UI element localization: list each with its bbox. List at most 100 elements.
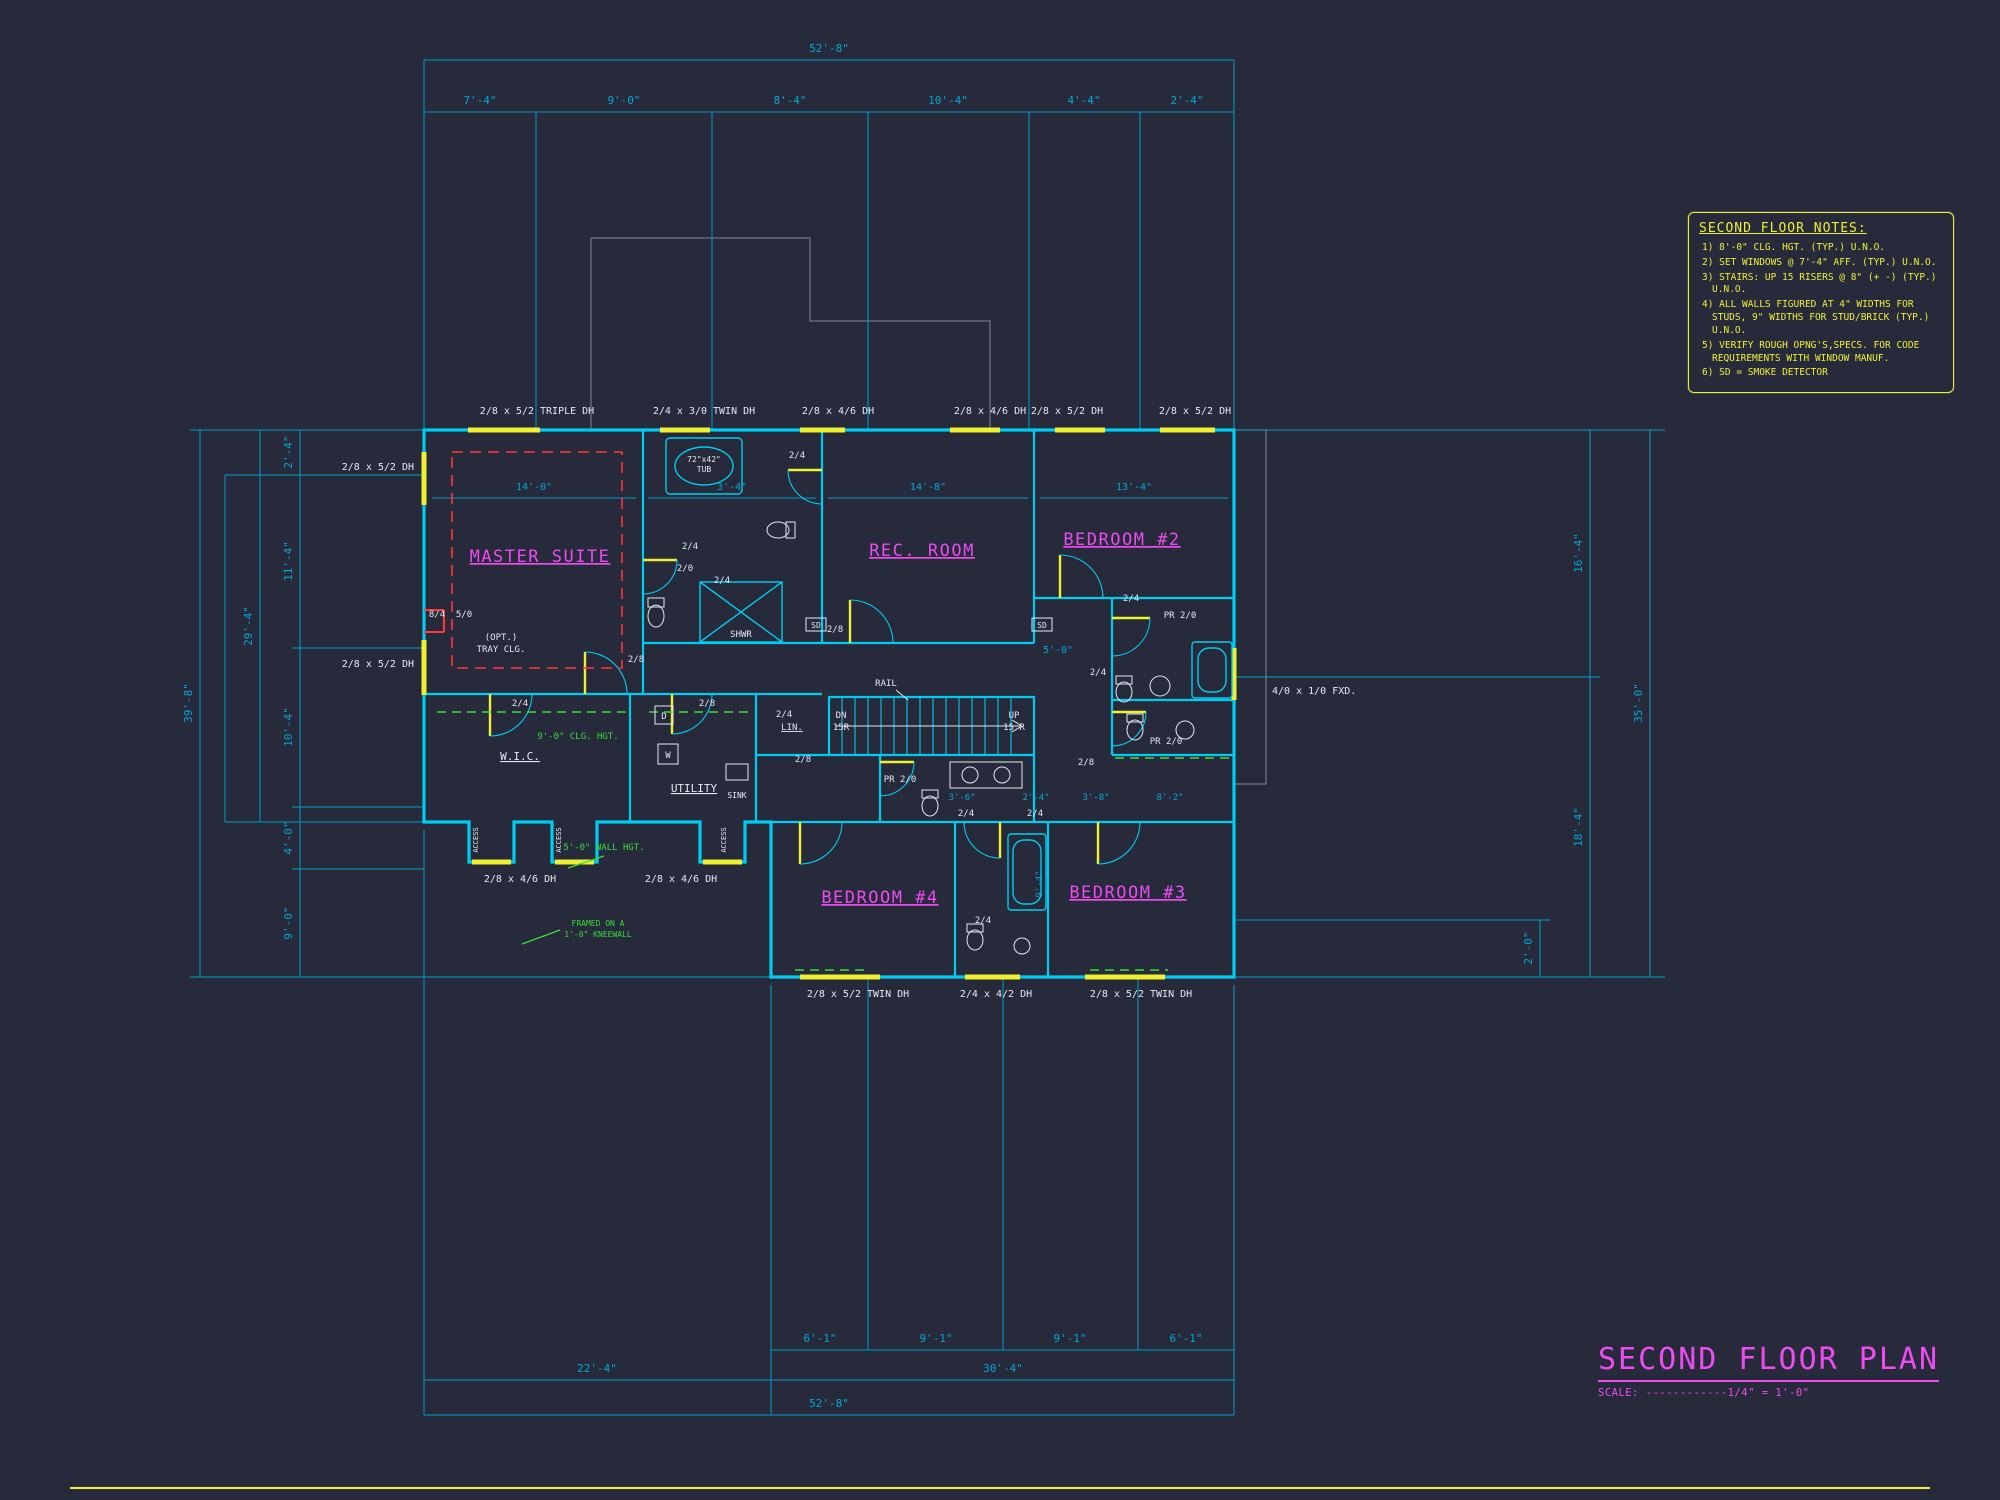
annotation-label: 2/4	[512, 699, 528, 709]
annotation-label: 2/4	[776, 710, 792, 720]
annotation-label: 1'-0" KNEEWALL	[564, 930, 632, 939]
interior-walls	[424, 430, 1234, 977]
annotation-label: 2/8	[1078, 758, 1094, 768]
annotation-label: 15R	[833, 723, 850, 733]
plan-scale: SCALE: ------------1/4" = 1'-0"	[1598, 1387, 1810, 1399]
annotation-label: 6'-1"	[803, 1332, 836, 1345]
annotation-label: 2/8 x 4/6 DH	[954, 406, 1026, 417]
annotation-label: 11'-4"	[282, 541, 295, 581]
room-label-bedroom-4: BEDROOM #4	[821, 888, 938, 908]
annotation-label: 7'-4"	[463, 94, 496, 107]
annotation-label: 10'-4"	[282, 707, 295, 747]
annotation-label: 9'-4"	[1035, 870, 1045, 897]
annotation-label: PR 2/0	[1164, 611, 1197, 621]
annotation-label: ACCESS	[555, 827, 563, 852]
annotation-label: PR 2/0	[1150, 737, 1183, 747]
annotation-label: 6'-1"	[1169, 1332, 1202, 1345]
doors	[488, 468, 1151, 865]
annotation-label: 2/8 x 4/6 DH	[645, 874, 717, 885]
annotation-label: 22'-4"	[577, 1362, 617, 1375]
annotation-label: 4/0 x 1/0 FXD.	[1272, 686, 1356, 697]
note-item: 5) VERIFY ROUGH OPNG'S,SPECS. FOR CODE R…	[1702, 339, 1920, 364]
toilet	[966, 923, 984, 951]
annotation-label: 5'-0" WALL HGT.	[563, 843, 644, 853]
shower	[699, 581, 783, 643]
bath-tub-right	[1191, 641, 1233, 699]
annotation-label: 9'-0"	[282, 906, 295, 939]
room-label-rec-room: REC. ROOM	[869, 541, 975, 561]
annotation-label: 35'-0"	[1632, 683, 1645, 723]
annotation-label: 15 R	[1003, 723, 1025, 733]
annotation-label: 2/8	[827, 625, 843, 635]
annotation-label: 2/8 x 5/2 DH	[342, 659, 414, 670]
note-item: 4) ALL WALLS FIGURED AT 4" WIDTHS FOR ST…	[1702, 299, 1930, 336]
annotation-label: SD	[1037, 621, 1047, 630]
smoke-detector	[1031, 617, 1053, 632]
annotation-label: 2/8 x 5/2 DH	[342, 462, 414, 473]
annotation-label: FRAMED ON A	[572, 919, 625, 928]
annotation-label: 3'-8"	[1082, 793, 1109, 803]
fixtures	[647, 437, 1233, 955]
annotation-label: 2/8 x 5/2 TWIN DH	[1090, 989, 1192, 1000]
toilet	[766, 521, 796, 539]
annotation-label: 2/8 x 4/6 DH	[802, 406, 874, 417]
annotation-label: 2/4	[1090, 668, 1106, 678]
annotation-label: 9'-0"	[607, 94, 640, 107]
annotation-label: W.I.C.	[500, 750, 540, 763]
annotation-label: 4'-4"	[1067, 94, 1100, 107]
annotation-label: 2/0	[677, 564, 693, 574]
annotation-label: TUB	[697, 465, 712, 474]
annotation-label: 2/4	[958, 809, 974, 819]
annotation-label: 5/0	[456, 610, 472, 620]
toilet	[1126, 713, 1144, 741]
annotation-label: 2/8	[699, 699, 715, 709]
annotation-label: 5'-0"	[1043, 645, 1073, 656]
annotation-label: 39'-8"	[182, 683, 195, 723]
room-labels: MASTER SUITE REC. ROOM BEDROOM #2 BEDROO…	[470, 530, 1186, 908]
notes-box: SECOND FLOOR NOTES: 1) 8'-0" CLG. HGT. (…	[1688, 212, 1954, 394]
annotation-label: 14'-8"	[910, 482, 946, 493]
sink	[1149, 675, 1171, 697]
sink	[1175, 720, 1195, 740]
annotation-label: SHWR	[730, 630, 752, 640]
annotation-label: 52'-8"	[809, 42, 849, 55]
annotation-label: 10'-4"	[928, 94, 968, 107]
annotation-label: 2/4	[1027, 809, 1043, 819]
tray-ceiling-outline	[424, 451, 623, 669]
annotation-label: 2/4	[789, 451, 805, 461]
annotation-label: 2/8 x 4/6 DH	[484, 874, 556, 885]
annotation-label: 2/4	[1123, 594, 1139, 604]
annotation-label: W	[665, 751, 671, 761]
annotation-label: 8'-4"	[773, 94, 806, 107]
bottom-border-line	[70, 1487, 1930, 1489]
annotation-label: 72"x42"	[687, 455, 721, 464]
annotation-label: LIN.	[781, 723, 803, 733]
annotation-label: UTILITY	[671, 782, 718, 795]
annotation-label: 2/8	[628, 655, 644, 665]
smoke-detector	[805, 617, 827, 632]
dryer-box	[654, 705, 674, 725]
annotation-label: 8'-2"	[1156, 793, 1183, 803]
note-item: 2) SET WINDOWS @ 7'-4" AFF. (TYP.) U.N.O…	[1702, 256, 1937, 268]
window-markers	[421, 427, 1237, 980]
toilet	[921, 789, 939, 817]
hall-bath-tub	[1007, 833, 1047, 911]
annotation-label: 2'-4"	[1170, 94, 1203, 107]
annotation-label: 18'-4"	[1572, 807, 1585, 847]
annotation-label: 30'-4"	[983, 1362, 1023, 1375]
annotation-label: TRAY CLG.	[477, 645, 526, 655]
room-label-master-suite: MASTER SUITE	[470, 547, 611, 567]
utility-sink	[725, 763, 749, 781]
annotation-label: RAIL	[875, 679, 897, 689]
master-tub	[665, 437, 743, 495]
annotation-label: 2/8 x 5/2 TRIPLE DH	[480, 406, 594, 417]
annotation-label: 2/8 x 5/2 DH	[1159, 406, 1231, 417]
annotation-label: SD	[811, 621, 821, 630]
annotation-label: 2/8 x 5/2 TWIN DH	[807, 989, 909, 1000]
annotation-label: 9'-1"	[1053, 1332, 1086, 1345]
stairs	[836, 689, 1023, 755]
note-item: 1) 8'-0" CLG. HGT. (TYP.) U.N.O.	[1702, 242, 1886, 253]
exterior-walls	[422, 428, 1236, 979]
annotation-label: 9'-0" CLG. HGT.	[537, 732, 618, 742]
annotation-label: 13'-4"	[1116, 482, 1152, 493]
